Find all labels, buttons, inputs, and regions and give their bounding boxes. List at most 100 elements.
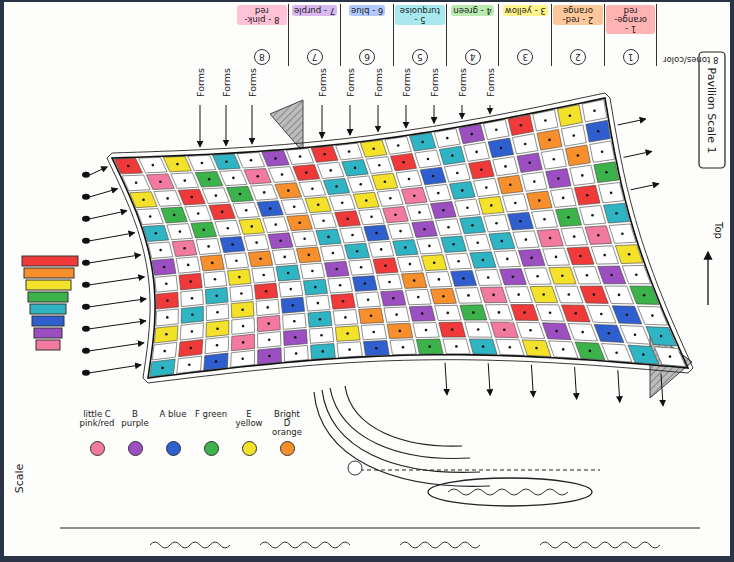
- tile: [345, 243, 370, 259]
- tile-dot: [238, 276, 241, 279]
- key-text: 8 - pink-red: [237, 5, 287, 25]
- tile: [605, 286, 634, 304]
- forms-arrow: [406, 105, 407, 128]
- tile: [366, 157, 392, 174]
- forms-label: Forms: [485, 68, 496, 97]
- force-arrow: [90, 211, 127, 219]
- tile-dot: [365, 199, 368, 202]
- tile-dot: [214, 278, 217, 281]
- tile: [500, 269, 527, 285]
- tile: [209, 204, 235, 220]
- tile-dot: [428, 345, 431, 348]
- tile-dot: [600, 313, 603, 316]
- tile: [196, 238, 221, 254]
- force-arrow: [90, 277, 144, 285]
- tile: [308, 311, 332, 327]
- key-cell: 44 - green: [447, 4, 500, 66]
- tile: [155, 275, 178, 292]
- tile: [455, 199, 481, 217]
- tile-dot: [298, 222, 301, 225]
- legend-swatch: [204, 441, 219, 456]
- tile-dot: [490, 204, 493, 207]
- tile-dot: [317, 302, 320, 305]
- tile: [439, 322, 466, 337]
- tile-dot: [562, 348, 565, 351]
- tile: [231, 334, 254, 351]
- tile: [387, 323, 413, 338]
- tile: [543, 248, 570, 265]
- tile: [286, 148, 313, 164]
- tile: [455, 288, 481, 304]
- tile: [200, 255, 224, 271]
- tile-dot: [394, 213, 397, 216]
- tile: [180, 323, 203, 340]
- tile-dot: [241, 357, 244, 360]
- tile: [272, 249, 297, 265]
- tile-dot: [179, 230, 182, 233]
- tile-dot: [232, 177, 235, 180]
- tile: [402, 273, 427, 289]
- forms-arrow: [462, 105, 463, 119]
- tile-dot: [477, 328, 480, 331]
- forms-label: Forms: [317, 68, 328, 97]
- tile-dot: [329, 169, 332, 172]
- tile: [323, 178, 349, 194]
- tile-dot: [601, 151, 604, 154]
- tile-dot: [544, 119, 547, 122]
- tile: [227, 186, 254, 202]
- tile: [413, 323, 439, 338]
- tile-dot: [266, 306, 269, 309]
- tile-dot: [176, 163, 179, 166]
- tile-dot: [610, 274, 613, 277]
- forms-arrow: [350, 105, 351, 135]
- legend-text: B purple: [118, 410, 152, 438]
- tile: [244, 169, 271, 185]
- tile: [185, 206, 211, 222]
- legend-text: Bright D orange: [270, 410, 304, 438]
- forms-label: Forms: [401, 68, 412, 97]
- tile: [573, 267, 601, 284]
- tile: [340, 227, 365, 243]
- tile-dot: [305, 171, 308, 174]
- scribble: [150, 542, 660, 548]
- tile: [275, 183, 302, 199]
- legend-swatch: [128, 441, 143, 456]
- anchor-dot: [82, 304, 90, 310]
- tile: [353, 192, 379, 208]
- tile: [317, 162, 344, 178]
- tile: [176, 257, 200, 274]
- tile: [422, 255, 448, 271]
- tile: [172, 240, 197, 256]
- tile: [244, 235, 269, 251]
- tile-dot: [184, 179, 187, 182]
- tile: [434, 129, 460, 148]
- tile-dot: [231, 243, 234, 246]
- tile: [391, 153, 417, 171]
- tile-dot: [561, 274, 564, 277]
- tile-dot: [586, 194, 589, 197]
- tile: [364, 341, 390, 356]
- legend-item: A blue: [156, 410, 190, 456]
- tile-dot: [509, 183, 512, 186]
- tile: [230, 285, 253, 301]
- tile: [412, 221, 438, 238]
- tile: [328, 277, 353, 293]
- tile: [279, 281, 303, 297]
- forms-label: Forms: [373, 68, 384, 97]
- tile-dot: [500, 147, 503, 150]
- tile-dot: [549, 237, 552, 240]
- tile-dot: [323, 153, 326, 156]
- tile-dot: [259, 258, 262, 261]
- tile-dot: [159, 180, 162, 183]
- canopy-outline: [112, 98, 688, 378]
- tile: [361, 324, 386, 339]
- force-arrows: [82, 105, 663, 406]
- tile-dot: [605, 171, 608, 174]
- tile-dot: [471, 224, 474, 227]
- legend-item: B purple: [118, 410, 152, 456]
- tile: [311, 344, 336, 360]
- tile: [532, 210, 558, 228]
- tile-dot: [482, 259, 485, 262]
- tile: [377, 190, 403, 207]
- tile: [335, 326, 360, 342]
